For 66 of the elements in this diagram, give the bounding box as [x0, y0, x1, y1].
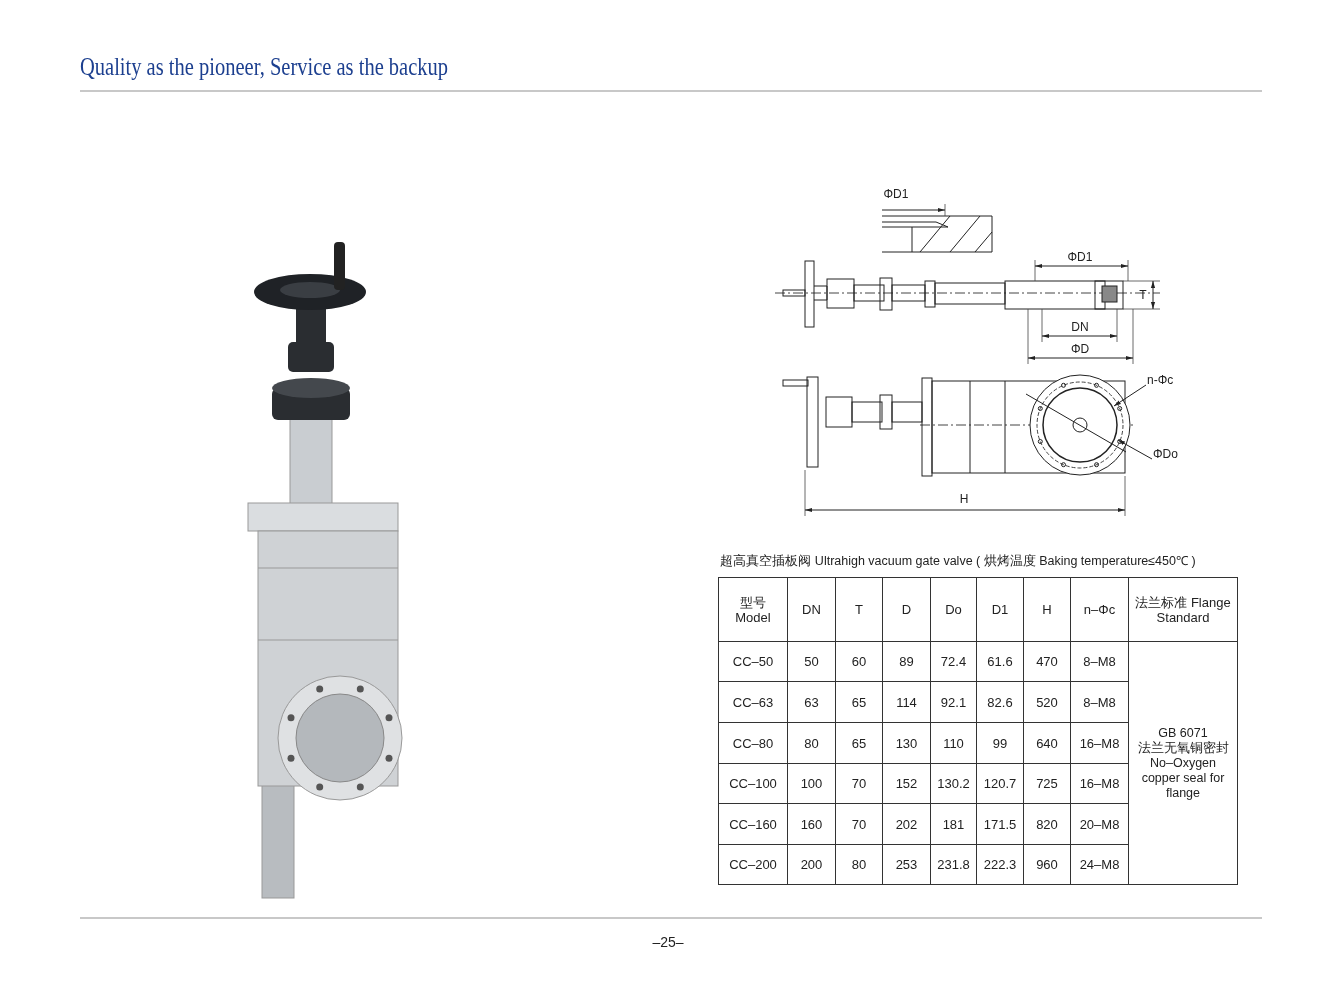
- callout-label: ΦDo: [1152, 446, 1179, 462]
- leader-line: [1113, 384, 1147, 407]
- header-cell: Do: [930, 577, 977, 642]
- table-cell: 200: [787, 844, 836, 885]
- table-cell: CC–50: [718, 641, 788, 682]
- header-cell: 法兰标准 Flange Standard: [1128, 577, 1238, 642]
- header-cell: D: [882, 577, 931, 642]
- table-cell: 100: [787, 763, 836, 804]
- dimension-label: ΦD1: [883, 187, 909, 201]
- table-cell: 92.1: [930, 681, 977, 723]
- header-cell: n–Φc: [1070, 577, 1129, 642]
- table-cell: 520: [1023, 681, 1071, 723]
- table-cell: 130.2: [930, 763, 977, 804]
- table-cell: 171.5: [976, 803, 1024, 845]
- table-caption: 超高真空插板阀 Ultrahigh vacuum gate valve ( 烘烤温度 Baking temperature≤450℃ ): [720, 554, 1196, 568]
- dimension-label: T: [1139, 288, 1147, 302]
- table-cell: 89: [882, 641, 931, 682]
- table-cell: 65: [835, 681, 883, 723]
- table-cell: 820: [1023, 803, 1071, 845]
- table-cell: 202: [882, 803, 931, 845]
- table-cell: 160: [787, 803, 836, 845]
- table-cell: 82.6: [976, 681, 1024, 723]
- table-cell: 72.4: [930, 641, 977, 682]
- header-cell: T: [835, 577, 883, 642]
- table-cell: CC–160: [718, 803, 788, 845]
- table-cell: 114: [882, 681, 931, 723]
- table-cell: CC–200: [718, 844, 788, 885]
- table-cell: CC–100: [718, 763, 788, 804]
- dimension-label: H: [959, 492, 969, 506]
- table-cell: 70: [835, 763, 883, 804]
- dimension-label: DN: [1071, 320, 1089, 334]
- table-cell: 253: [882, 844, 931, 885]
- table-cell: 181: [930, 803, 977, 845]
- table-cell: 8–M8: [1070, 641, 1129, 682]
- table-cell: 470: [1023, 641, 1071, 682]
- table-cell: 70: [835, 803, 883, 845]
- page-number: –25–: [652, 935, 684, 949]
- table-cell: 61.6: [976, 641, 1024, 682]
- dimension-label: ΦD1: [1067, 250, 1093, 264]
- table-cell: 50: [787, 641, 836, 682]
- slogan-heading: Quality as the pioneer, Service as the backup: [80, 52, 449, 82]
- table-cell: 231.8: [930, 844, 977, 885]
- table-cell: 65: [835, 722, 883, 764]
- table-cell: 222.3: [976, 844, 1024, 885]
- table-cell: GB 6071 法兰无氧铜密封 No–Oxygen copper seal for flange: [1128, 641, 1238, 885]
- table-cell: 80: [787, 722, 836, 764]
- header-cell: D1: [976, 577, 1024, 642]
- table-cell: 640: [1023, 722, 1071, 764]
- table-cell: 63: [787, 681, 836, 723]
- table-cell: 960: [1023, 844, 1071, 885]
- table-cell: 130: [882, 722, 931, 764]
- table-cell: 80: [835, 844, 883, 885]
- table-cell: 725: [1023, 763, 1071, 804]
- table-cell: 120.7: [976, 763, 1024, 804]
- header-cell: H: [1023, 577, 1071, 642]
- header-cell: DN: [787, 577, 836, 642]
- leader-line: [1117, 439, 1153, 460]
- callout-label: n-Φc: [1146, 372, 1175, 388]
- table-cell: 60: [835, 641, 883, 682]
- table-cell: 152: [882, 763, 931, 804]
- table-cell: CC–63: [718, 681, 788, 723]
- table-cell: CC–80: [718, 722, 788, 764]
- dimension-label: ΦD: [1070, 342, 1090, 356]
- table-cell: 99: [976, 722, 1024, 764]
- table-cell: 110: [930, 722, 977, 764]
- header-cell: 型号 Model: [718, 577, 788, 642]
